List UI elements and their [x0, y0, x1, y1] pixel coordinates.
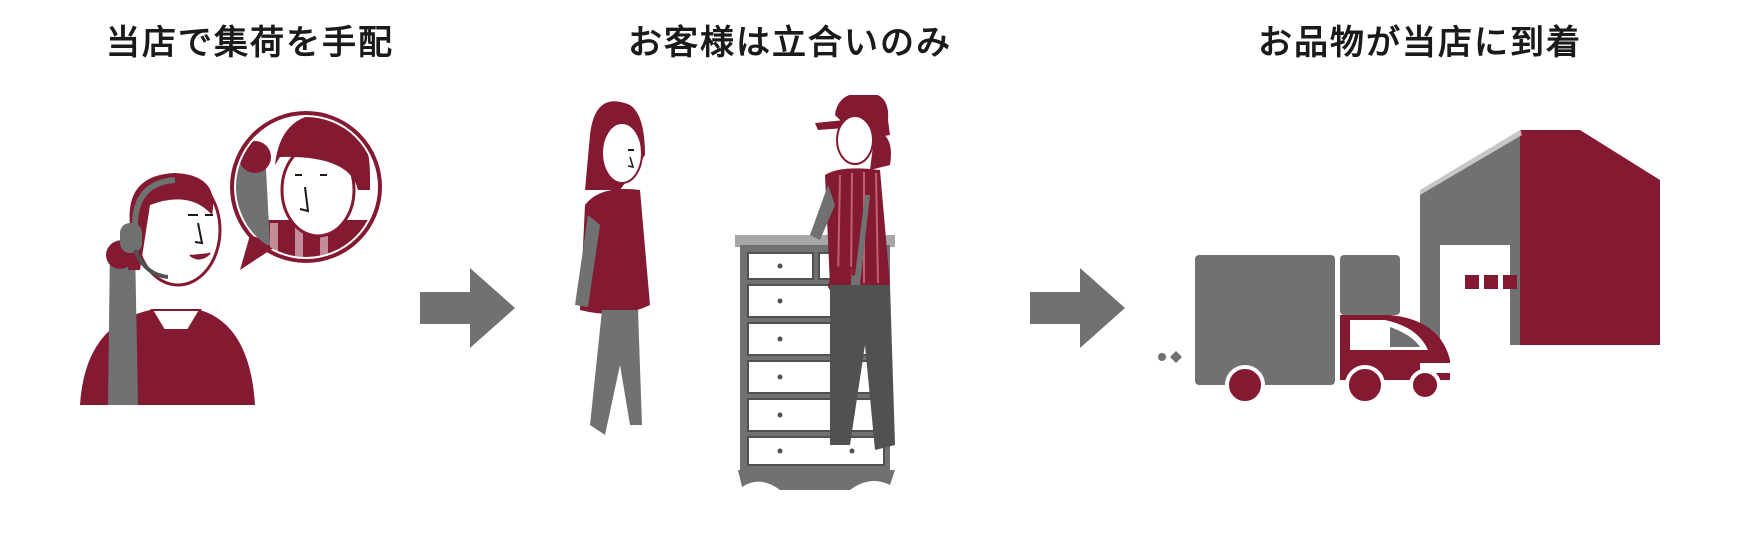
- customer-witness-illustration: [575, 95, 895, 490]
- step-3-title: お品物が当店に到着: [1258, 23, 1582, 63]
- operator-illustration: [80, 111, 382, 405]
- headset-icon: [120, 177, 176, 279]
- arrow-right-icon: [1030, 268, 1125, 348]
- customer-woman: [575, 101, 650, 435]
- delivery-worker: [810, 95, 895, 450]
- operator-woman: [80, 173, 255, 405]
- step-1-title: 当店で集荷を手配: [106, 23, 394, 63]
- arrow-right-icon: [420, 268, 515, 348]
- step-2-title: お客様は立合いのみ: [628, 23, 952, 63]
- warehouse-icon: [1415, 128, 1660, 345]
- speech-bubble: [230, 111, 382, 270]
- truck-icon: [1158, 255, 1450, 405]
- arrival-illustration: [1158, 128, 1660, 405]
